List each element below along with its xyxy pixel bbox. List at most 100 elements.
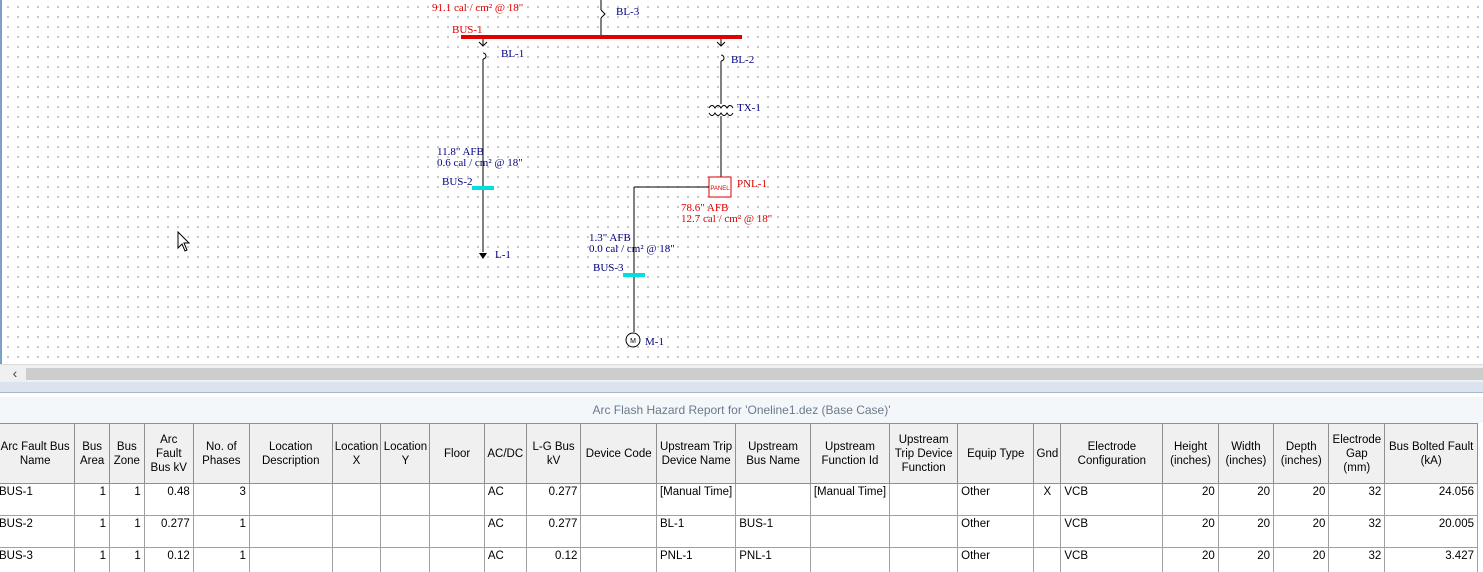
table-cell[interactable]: 0.277 — [143, 515, 194, 548]
table-cell[interactable]: 0.277 — [525, 515, 582, 548]
table-cell[interactable]: 20 — [1273, 547, 1330, 572]
column-header[interactable]: AC/DC — [483, 423, 527, 484]
table-cell[interactable] — [248, 483, 333, 516]
bus-1-bar[interactable] — [461, 35, 742, 39]
column-header[interactable]: Location X — [331, 423, 382, 484]
table-cell[interactable] — [331, 483, 382, 516]
table-cell[interactable]: 20 — [1162, 547, 1219, 572]
table-cell[interactable]: AC — [483, 547, 527, 572]
column-header[interactable]: Upstream Bus Name — [735, 423, 811, 484]
bus-1-label[interactable]: BUS-1 — [452, 24, 483, 36]
m1-label[interactable]: M-1 — [645, 336, 664, 348]
table-cell[interactable] — [380, 547, 431, 572]
table-cell[interactable]: 1 — [74, 483, 110, 516]
table-cell[interactable] — [735, 483, 811, 516]
breaker-bl3-icon[interactable] — [600, 9, 606, 19]
breaker-bl1-icon[interactable] — [478, 39, 488, 60]
splitter[interactable] — [0, 382, 1483, 393]
column-header[interactable]: Floor — [429, 423, 485, 484]
table-cell[interactable]: Other — [957, 483, 1035, 516]
column-header[interactable]: Gnd — [1033, 423, 1062, 484]
table-cell[interactable]: BUS-1 — [735, 515, 811, 548]
table-cell[interactable]: 32 — [1328, 547, 1386, 572]
table-cell[interactable]: 32 — [1328, 483, 1386, 516]
column-header[interactable]: L-G Bus kV — [525, 423, 582, 484]
table-cell[interactable]: 0.12 — [525, 547, 582, 572]
table-cell[interactable] — [889, 483, 959, 516]
column-header[interactable]: Height (inches) — [1162, 423, 1219, 484]
table-cell[interactable]: 1 — [108, 515, 145, 548]
table-cell[interactable]: 32 — [1328, 515, 1386, 548]
pnl1-label[interactable]: PNL-1 — [737, 178, 767, 190]
table-cell[interactable]: AC — [483, 515, 527, 548]
table-cell[interactable] — [331, 515, 382, 548]
column-header[interactable]: Upstream Function Id — [809, 423, 891, 484]
table-cell[interactable] — [380, 515, 431, 548]
column-header[interactable]: Location Y — [380, 423, 431, 484]
column-header[interactable]: Upstream Trip Device Name — [655, 423, 737, 484]
table-cell[interactable] — [809, 515, 891, 548]
table-cell[interactable]: 1 — [108, 547, 145, 572]
column-header[interactable]: Arc Fault Bus kV — [143, 423, 194, 484]
table-cell[interactable] — [889, 515, 959, 548]
bus-3-bar[interactable] — [623, 273, 645, 277]
column-header[interactable]: Electrode Configuration — [1060, 423, 1164, 484]
table-cell[interactable] — [809, 547, 891, 572]
table-cell[interactable]: 1 — [74, 515, 110, 548]
table-cell[interactable]: Other — [957, 547, 1035, 572]
table-cell[interactable]: [Manual Time] — [655, 483, 737, 516]
table-cell[interactable] — [248, 547, 333, 572]
table-cell[interactable] — [248, 515, 333, 548]
bl1-label[interactable]: BL-1 — [501, 48, 524, 60]
column-header[interactable]: Bus Bolted Fault (kA) — [1384, 423, 1478, 484]
table-cell[interactable]: BUS-1 — [0, 483, 76, 516]
motor-m1-icon[interactable]: M — [625, 332, 641, 348]
table-cell[interactable]: X — [1033, 483, 1062, 516]
table-cell[interactable]: VCB — [1060, 483, 1164, 516]
table-cell[interactable]: 20 — [1162, 515, 1219, 548]
table-cell[interactable] — [889, 547, 959, 572]
table-cell[interactable]: 24.056 — [1384, 483, 1478, 516]
column-header[interactable]: Device Code — [580, 423, 657, 484]
table-cell[interactable] — [580, 547, 657, 572]
table-cell[interactable]: 1 — [192, 515, 250, 548]
table-cell[interactable]: BUS-3 — [0, 547, 76, 572]
table-cell[interactable] — [429, 547, 485, 572]
column-header[interactable]: Upstream Trip Device Function — [889, 423, 959, 484]
column-header[interactable]: No. of Phases — [192, 423, 250, 484]
table-cell[interactable]: 0.12 — [143, 547, 194, 572]
breaker-bl2-icon[interactable] — [716, 39, 726, 62]
table-cell[interactable]: 1 — [192, 547, 250, 572]
table-cell[interactable]: 20 — [1273, 483, 1330, 516]
table-cell[interactable] — [331, 547, 382, 572]
column-header[interactable]: Depth (inches) — [1273, 423, 1330, 484]
column-header[interactable]: Location Description — [248, 423, 333, 484]
table-cell[interactable]: 20.005 — [1384, 515, 1478, 548]
table-cell[interactable]: Other — [957, 515, 1035, 548]
bl2-label[interactable]: BL-2 — [731, 54, 754, 66]
bus-2-bar[interactable] — [472, 186, 494, 190]
table-cell[interactable] — [380, 483, 431, 516]
table-cell[interactable]: PNL-1 — [735, 547, 811, 572]
table-cell[interactable]: 20 — [1217, 515, 1275, 548]
horizontal-scrollbar[interactable]: ‹ — [0, 364, 1483, 383]
table-cell[interactable] — [580, 515, 657, 548]
table-cell[interactable] — [1033, 515, 1062, 548]
table-cell[interactable] — [1033, 547, 1062, 572]
bus-3-label[interactable]: BUS-3 — [593, 262, 624, 274]
table-cell[interactable]: [Manual Time] — [809, 483, 891, 516]
table-cell[interactable]: PNL-1 — [655, 547, 737, 572]
table-cell[interactable]: 3 — [192, 483, 250, 516]
table-cell[interactable]: BL-1 — [655, 515, 737, 548]
table-cell[interactable]: AC — [483, 483, 527, 516]
bl3-label[interactable]: BL-3 — [616, 6, 640, 18]
table-cell[interactable] — [580, 483, 657, 516]
column-header[interactable]: Width (inches) — [1217, 423, 1275, 484]
table-cell[interactable]: 20 — [1217, 547, 1275, 572]
column-header[interactable]: Electrode Gap (mm) — [1328, 423, 1386, 484]
tx1-label[interactable]: TX-1 — [737, 102, 761, 114]
table-cell[interactable]: 1 — [74, 547, 110, 572]
